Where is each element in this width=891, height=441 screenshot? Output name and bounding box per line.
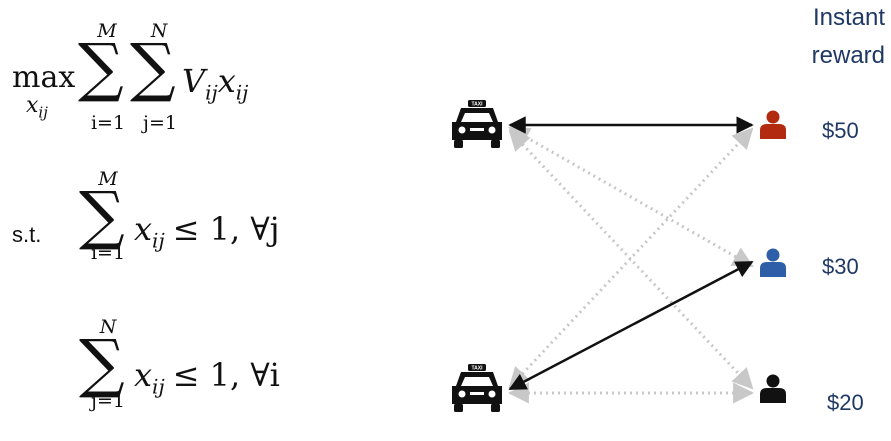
constraint1-lower-limit: i=1 xyxy=(90,242,126,264)
taxi-2-icon: TAXI xyxy=(452,364,502,412)
passenger-2-icon xyxy=(760,248,786,277)
edge-taxi1-passenger2 xyxy=(508,126,754,268)
objective-term: Vijxij xyxy=(182,62,249,105)
max-subscript: xij xyxy=(26,93,48,122)
passenger-1-icon xyxy=(760,110,786,139)
constraint2-term: xij≤ 1, ∀i xyxy=(134,356,280,399)
constraint1-upper-limit: M xyxy=(98,168,118,190)
taxi-2-sign: TAXI xyxy=(471,366,483,372)
sum1-upper-limit: M xyxy=(97,20,117,42)
reward-header: Instant reward xyxy=(765,4,885,70)
sum2-lower-limit: j=1 xyxy=(143,112,177,134)
constraint2-lower-limit: j=1 xyxy=(91,390,125,412)
taxi-1-icon: TAXI xyxy=(452,100,502,148)
sum1-lower-limit: i=1 xyxy=(90,112,126,134)
max-operator: max xyxy=(12,60,76,95)
constraint1-term: xij≤ 1, ∀j xyxy=(134,210,280,253)
reward-value-2: $30 xyxy=(822,254,859,279)
subject-to-label: s.t. xyxy=(12,222,42,247)
sum1-sigma: ∑ xyxy=(78,31,124,105)
passenger-3-icon xyxy=(760,374,786,403)
constraint2-upper-limit: N xyxy=(99,316,117,338)
reward-header-line1: Instant xyxy=(812,4,885,31)
edge-taxi2-passenger1 xyxy=(508,127,754,389)
sum2-sigma: ∑ xyxy=(130,31,176,105)
edge-taxi2-passenger2-matched xyxy=(508,260,754,391)
reward-value-3: $20 xyxy=(827,390,864,415)
constraint2-sigma: ∑ xyxy=(79,327,125,401)
sum2-upper-limit: N xyxy=(150,20,168,42)
constraint1-sigma: ∑ xyxy=(79,179,125,253)
reward-header-line2: reward xyxy=(811,42,885,69)
reward-value-1: $50 xyxy=(822,118,859,143)
taxi-1-sign: TAXI xyxy=(471,102,483,108)
